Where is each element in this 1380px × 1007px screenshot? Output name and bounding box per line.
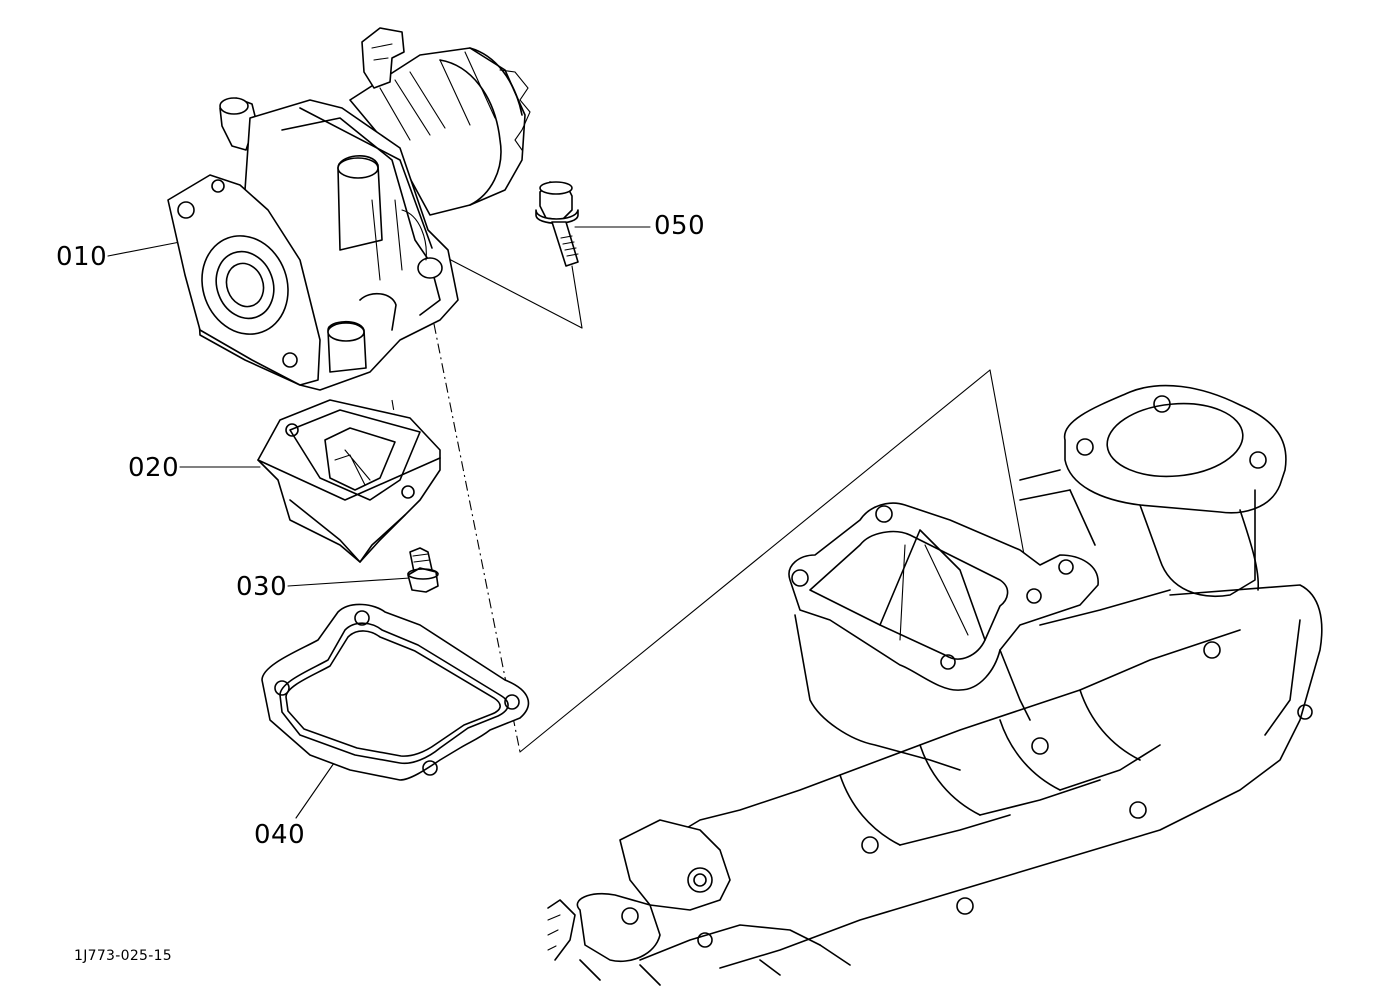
part-040-gasket [261,603,530,781]
part-030-bolt-short [407,547,439,593]
part-label-030: 030 [236,572,288,602]
part-010-egr-valve [167,27,531,391]
part-label-010: 010 [56,242,108,272]
drawing-reference-code: 1J773-025-15 [74,948,172,964]
part-020-egr-adapter [257,399,441,563]
intake-manifold [547,384,1323,986]
part-label-020: 020 [128,453,180,483]
part-label-040: 040 [254,820,306,850]
part-050-bolt-long [535,181,579,267]
leader-lines [107,226,651,819]
part-label-050: 050 [654,211,706,241]
